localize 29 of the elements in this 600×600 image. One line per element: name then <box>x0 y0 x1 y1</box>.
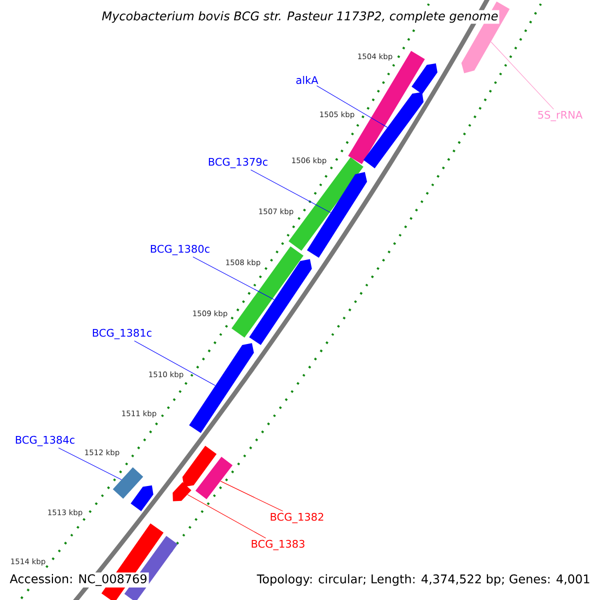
gene-label: alkA <box>296 76 318 84</box>
gene-label: BCG_1380c <box>150 244 210 256</box>
footer-text: Accession: NC_008769 <box>8 572 149 588</box>
gene-label: BCG_1383 <box>252 540 304 550</box>
leader-line <box>220 480 284 512</box>
gene-block <box>363 92 424 168</box>
leader-line <box>316 85 388 128</box>
gene-block <box>195 456 233 500</box>
gene-block <box>182 446 217 487</box>
gene-label: BCG_1384c <box>16 436 74 446</box>
leader-line <box>250 170 331 213</box>
gene-block <box>130 485 154 512</box>
leader-line <box>58 448 122 480</box>
gene-block <box>306 172 368 258</box>
gene-block <box>412 63 438 94</box>
footer-text: Topology: circular; Length: 4,374,522 bp; Genes: 4,001 <box>255 572 592 588</box>
leader-line <box>490 42 554 110</box>
leader-line <box>192 256 274 300</box>
gene-label: BCG_1382 <box>270 512 324 524</box>
gene-block <box>172 482 192 502</box>
gene-label: 5S_rRNA <box>538 110 583 122</box>
leader-line <box>187 494 266 538</box>
gene-block <box>112 467 144 499</box>
title: Mycobacterium bovis BCG str. Pasteur 1173P2, complete genome <box>100 10 500 24</box>
leader-line <box>134 340 216 386</box>
gene-block <box>249 259 312 345</box>
gene-block <box>189 343 254 433</box>
gene-label: BCG_1381c <box>92 328 152 340</box>
gene-label: BCG_1379c <box>208 158 268 168</box>
